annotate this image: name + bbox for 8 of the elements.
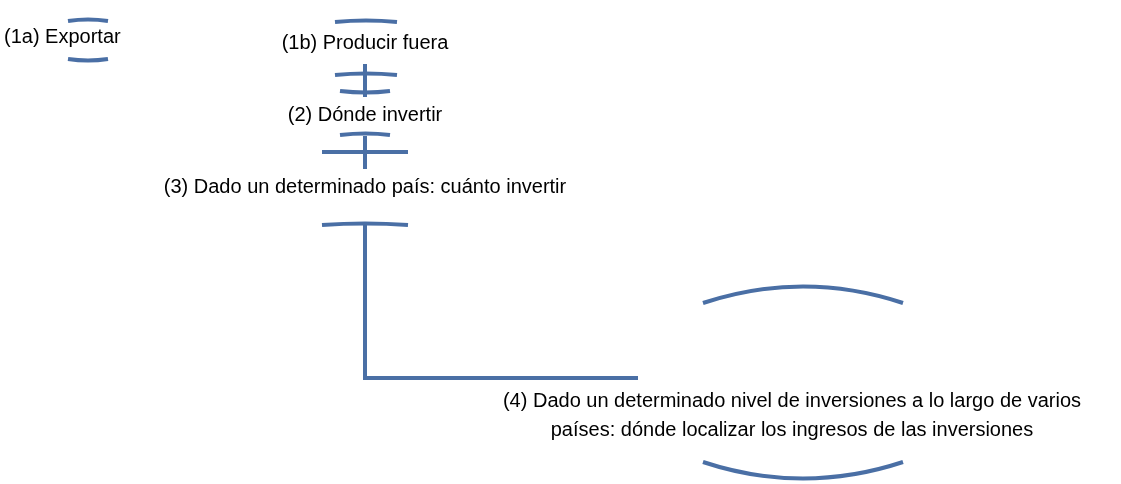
node-label: (4) Dado un determinado nivel de inversiones a lo largo de varios países: dónde localizar los ingresos de las inversiones	[478, 386, 1106, 444]
connector-line	[363, 224, 638, 380]
connector-line	[363, 136, 367, 169]
node-label: (1b) Producir fuera	[245, 28, 485, 57]
node-label: (1a) Exportar	[4, 22, 170, 51]
node-label: (3) Dado un determinado país: cuánto invertir	[60, 172, 670, 201]
node-label: (2) Dónde invertir	[245, 100, 485, 129]
connector-line	[363, 64, 367, 97]
